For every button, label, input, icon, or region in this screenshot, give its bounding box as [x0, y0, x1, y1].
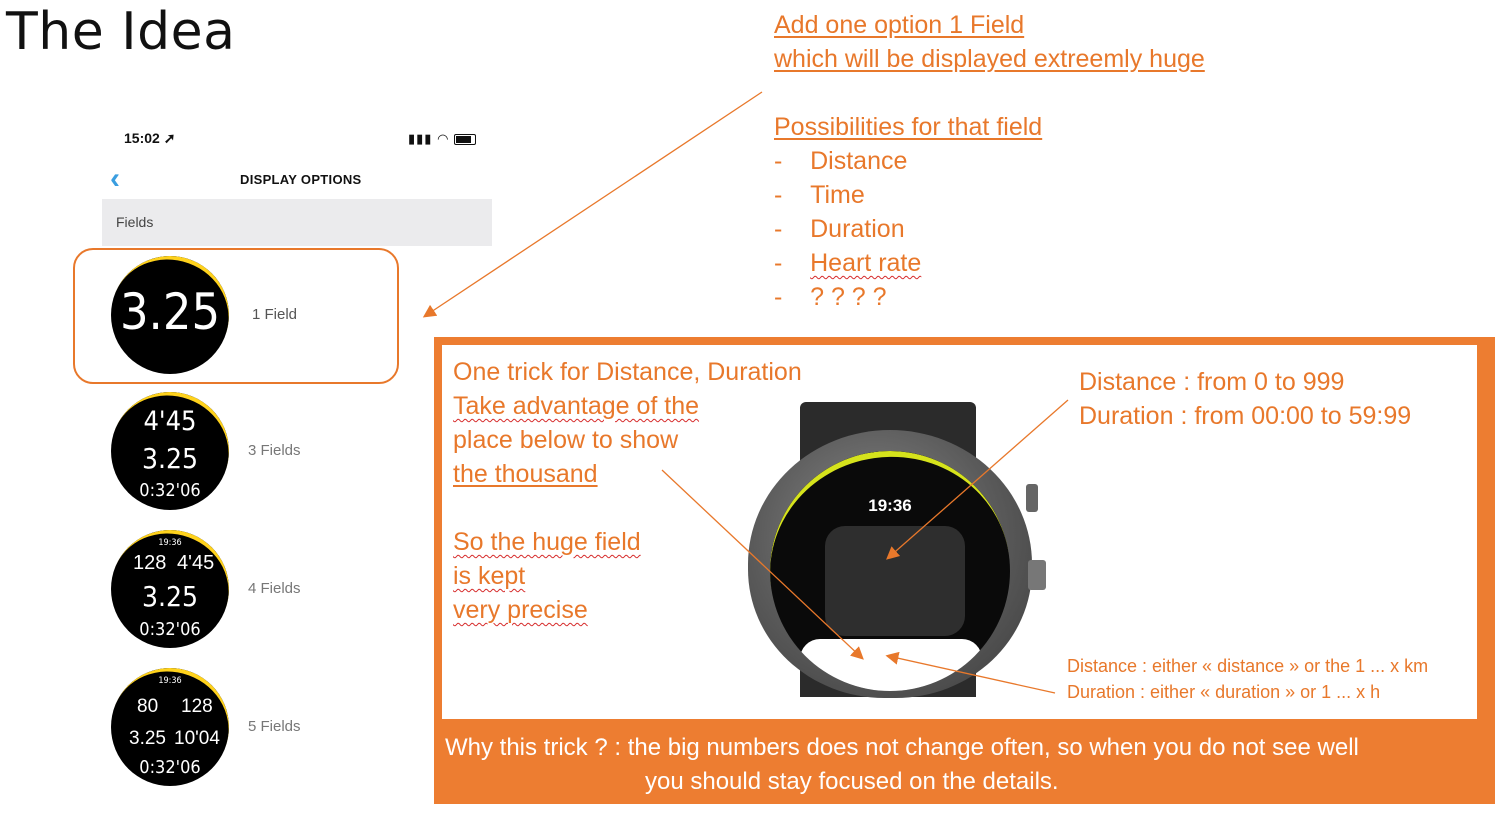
watch-main-value: 3.25	[119, 283, 221, 341]
battery-icon	[454, 134, 477, 146]
note-distance: Distance : either « distance » or the 1 …	[1067, 656, 1429, 676]
possibility-item: - Duration	[774, 215, 905, 243]
watch-preview-4-fields[interactable]: 19:36 128 4'45 3.25 0:32'06	[111, 530, 229, 648]
trick-line-3: place below to show	[453, 426, 679, 454]
trick-line-4: the thousand	[453, 460, 598, 488]
status-time: 15:02 ➚	[124, 130, 176, 146]
proposal-line-1: Add one option 1 Field	[774, 11, 1025, 39]
slide-title: The Idea	[6, 2, 236, 62]
footer-line-1: Why this trick ? : the big numbers does …	[445, 734, 1359, 761]
watch-time: 19:36	[868, 496, 912, 515]
signal-icon: ▮▮▮	[408, 131, 433, 146]
watch-preview-3-fields[interactable]: 4'45 3.25 0:32'06	[111, 392, 229, 510]
watch-face: 19:36	[770, 451, 1010, 691]
range-distance: Distance : from 0 to 999	[1079, 368, 1345, 396]
possibility-item: - Time	[774, 181, 865, 209]
possibilities-title: Possibilities for that field	[774, 113, 1043, 141]
possibility-item: - Heart rate	[774, 249, 922, 277]
possibility-item: - Distance	[774, 147, 908, 175]
thousand-area	[800, 639, 982, 691]
section-header-fields: Fields	[102, 199, 492, 246]
proposal-line-2: which will be displayed extreemly huge	[774, 45, 1205, 73]
option-label-3-fields[interactable]: 3 Fields	[248, 442, 301, 459]
watch-crown	[1028, 560, 1046, 590]
status-icons: ▮▮▮ ◠	[408, 131, 477, 147]
option-label-1-field[interactable]: 1 Field	[252, 306, 298, 323]
footer-banner: Why this trick ? : the big numbers does …	[434, 726, 1495, 804]
conclusion-line-2: is kept	[453, 562, 526, 590]
note-duration: Duration : either « duration » or 1 ... …	[1067, 682, 1381, 702]
trick-line-2: Take advantage of the	[453, 392, 700, 420]
range-duration: Duration : from 00:00 to 59:99	[1079, 402, 1412, 430]
selected-option-highlight	[73, 248, 399, 384]
wifi-icon: ◠	[437, 131, 450, 146]
footer-line-2: you should stay focused on the details.	[645, 768, 1059, 795]
conclusion-line-3: very precise	[453, 596, 588, 624]
watch-preview-5-fields[interactable]: 19:36 80 128 3.25 10'04 0:32'06	[111, 668, 229, 786]
option-label-4-fields[interactable]: 4 Fields	[248, 580, 301, 597]
watch-button	[1026, 484, 1038, 512]
page-title: DISPLAY OPTIONS	[240, 172, 362, 187]
back-button[interactable]: ‹	[110, 162, 120, 195]
conclusion-line-1: So the huge field	[453, 528, 641, 556]
trick-line-1: One trick for Distance, Duration	[453, 358, 802, 386]
huge-field-area	[825, 526, 965, 636]
watch-preview-1-field[interactable]: 3.25	[111, 256, 229, 374]
option-label-5-fields[interactable]: 5 Fields	[248, 718, 301, 735]
possibility-item: - ? ? ? ?	[774, 283, 887, 311]
